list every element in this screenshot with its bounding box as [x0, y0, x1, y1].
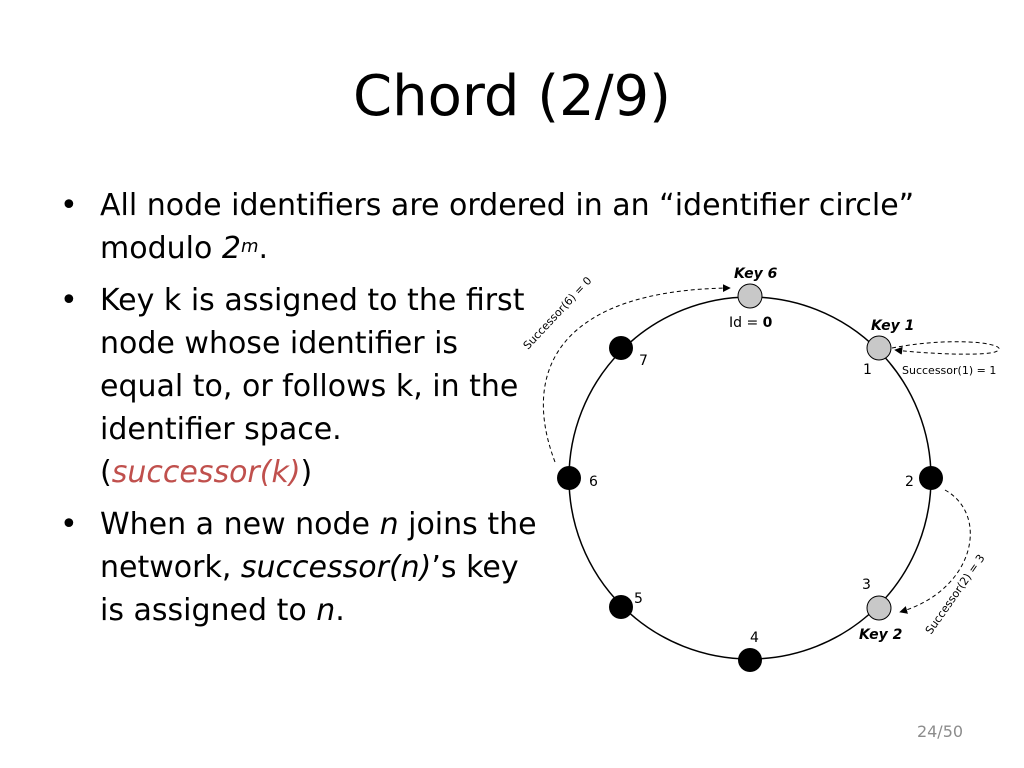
- node-7-label: 7: [639, 353, 648, 369]
- successor-2-label: Successor(2) = 3: [923, 552, 988, 637]
- bullet-marker: •: [60, 507, 78, 542]
- bullet-text: Key k is assigned to the first node whos…: [100, 279, 530, 494]
- modulus-exponent: m: [240, 236, 259, 257]
- bullet-marker: •: [60, 283, 78, 318]
- bullet-text-period: .: [258, 231, 269, 266]
- key-1-label: Key 1: [871, 318, 914, 334]
- slide-title: Chord (2/9): [352, 64, 672, 129]
- node-4-label: 4: [750, 630, 759, 646]
- bullet-text-period: .: [335, 593, 345, 628]
- successor-highlight: successor(k): [111, 455, 301, 490]
- bullet-text-var-n: n: [316, 593, 336, 628]
- node-3-label: 3: [862, 577, 871, 593]
- bullet-text-part: ’s key is assigned to: [100, 550, 519, 628]
- node-7: [609, 336, 633, 360]
- node-6-label: 6: [589, 474, 598, 490]
- node-0: [737, 283, 763, 309]
- node-1-label: 1: [863, 362, 872, 378]
- successor-1-label: Successor(1) = 1: [902, 364, 996, 377]
- bullet-text-part: When a new node: [100, 507, 380, 542]
- chord-ring-diagram: Id = 0 1 2 3 4 5 6 7 Key 6 Key 1 Key 2 S…: [521, 266, 1000, 672]
- successor-2-arrow: [899, 489, 971, 614]
- bullet-text: All node identifiers are ordered in an “…: [100, 184, 1000, 270]
- bullet-text-var-n: n: [379, 507, 399, 542]
- node-2-label: 2: [905, 474, 914, 490]
- node-1: [866, 335, 892, 361]
- node-3: [866, 595, 892, 621]
- successor-1-arrow: [891, 341, 1000, 355]
- bullet-text-part: joins the network,: [100, 507, 537, 585]
- successor-6-label: Successor(6) = 0: [521, 274, 595, 352]
- bullet-marker: •: [60, 188, 78, 223]
- node-0-label: Id = 0: [729, 315, 773, 331]
- key-2-label: Key 2: [859, 627, 902, 643]
- node-2: [919, 466, 943, 490]
- node-4: [738, 648, 762, 672]
- modulus-base: 2: [221, 231, 241, 266]
- bullet-text-main: Key k is assigned to the first node whos…: [100, 283, 525, 490]
- bullet-text-line1: All node identifiers are ordered in an “…: [100, 188, 915, 223]
- bullet-text-line2: modulo: [100, 231, 222, 266]
- page-number: 24/50: [916, 722, 964, 741]
- node-5: [609, 595, 633, 619]
- bullet-text-close: ): [300, 455, 313, 490]
- node-6: [557, 466, 581, 490]
- bullet-text-successor-n: successor(n): [240, 550, 432, 585]
- node-5-label: 5: [634, 591, 643, 607]
- key-6-label: Key 6: [734, 266, 778, 282]
- successor-6-arrow: [542, 284, 731, 463]
- bullet-text: When a new node n joins the network, suc…: [100, 503, 550, 632]
